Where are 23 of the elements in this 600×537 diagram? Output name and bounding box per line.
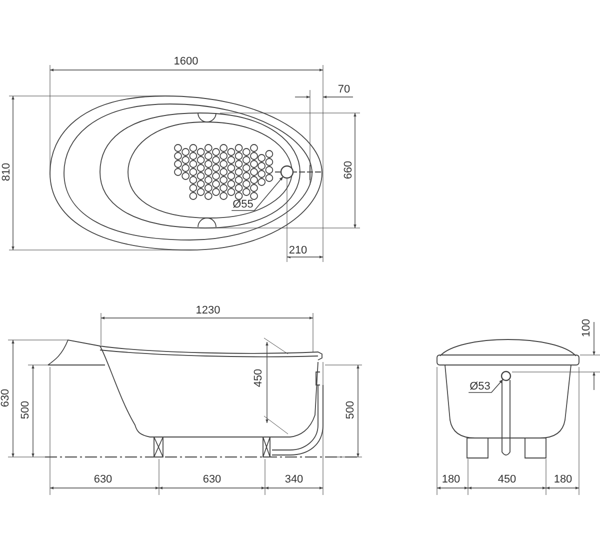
dimension-value: 180 [552,474,574,486]
dimension-value: 630 [202,474,222,486]
drain-hole [500,370,512,382]
diameter-label: Ø55 [232,200,254,210]
diameter-label: Ø53 [468,382,492,392]
dimension-value: 630 [0,388,12,408]
dimension-value: 1600 [172,56,200,68]
dimension-value: 340 [284,474,304,486]
dimension-value: 1230 [194,306,222,316]
drain-hole [280,165,294,179]
dimension-value: 500 [346,400,356,420]
dimension-value: 450 [254,368,264,388]
dimension-value: 630 [92,474,114,486]
dimension-value: 450 [496,474,518,486]
dimension-value: 500 [20,400,32,420]
dimension-value: 810 [2,162,12,182]
dimension-value: 210 [288,246,308,256]
dimension-value: 180 [440,474,462,486]
dimension-value: 660 [344,160,354,180]
dimension-value: 70 [336,84,352,96]
leader-line [468,378,504,393]
leader-line [231,176,284,211]
dimension-value: 100 [582,318,592,338]
